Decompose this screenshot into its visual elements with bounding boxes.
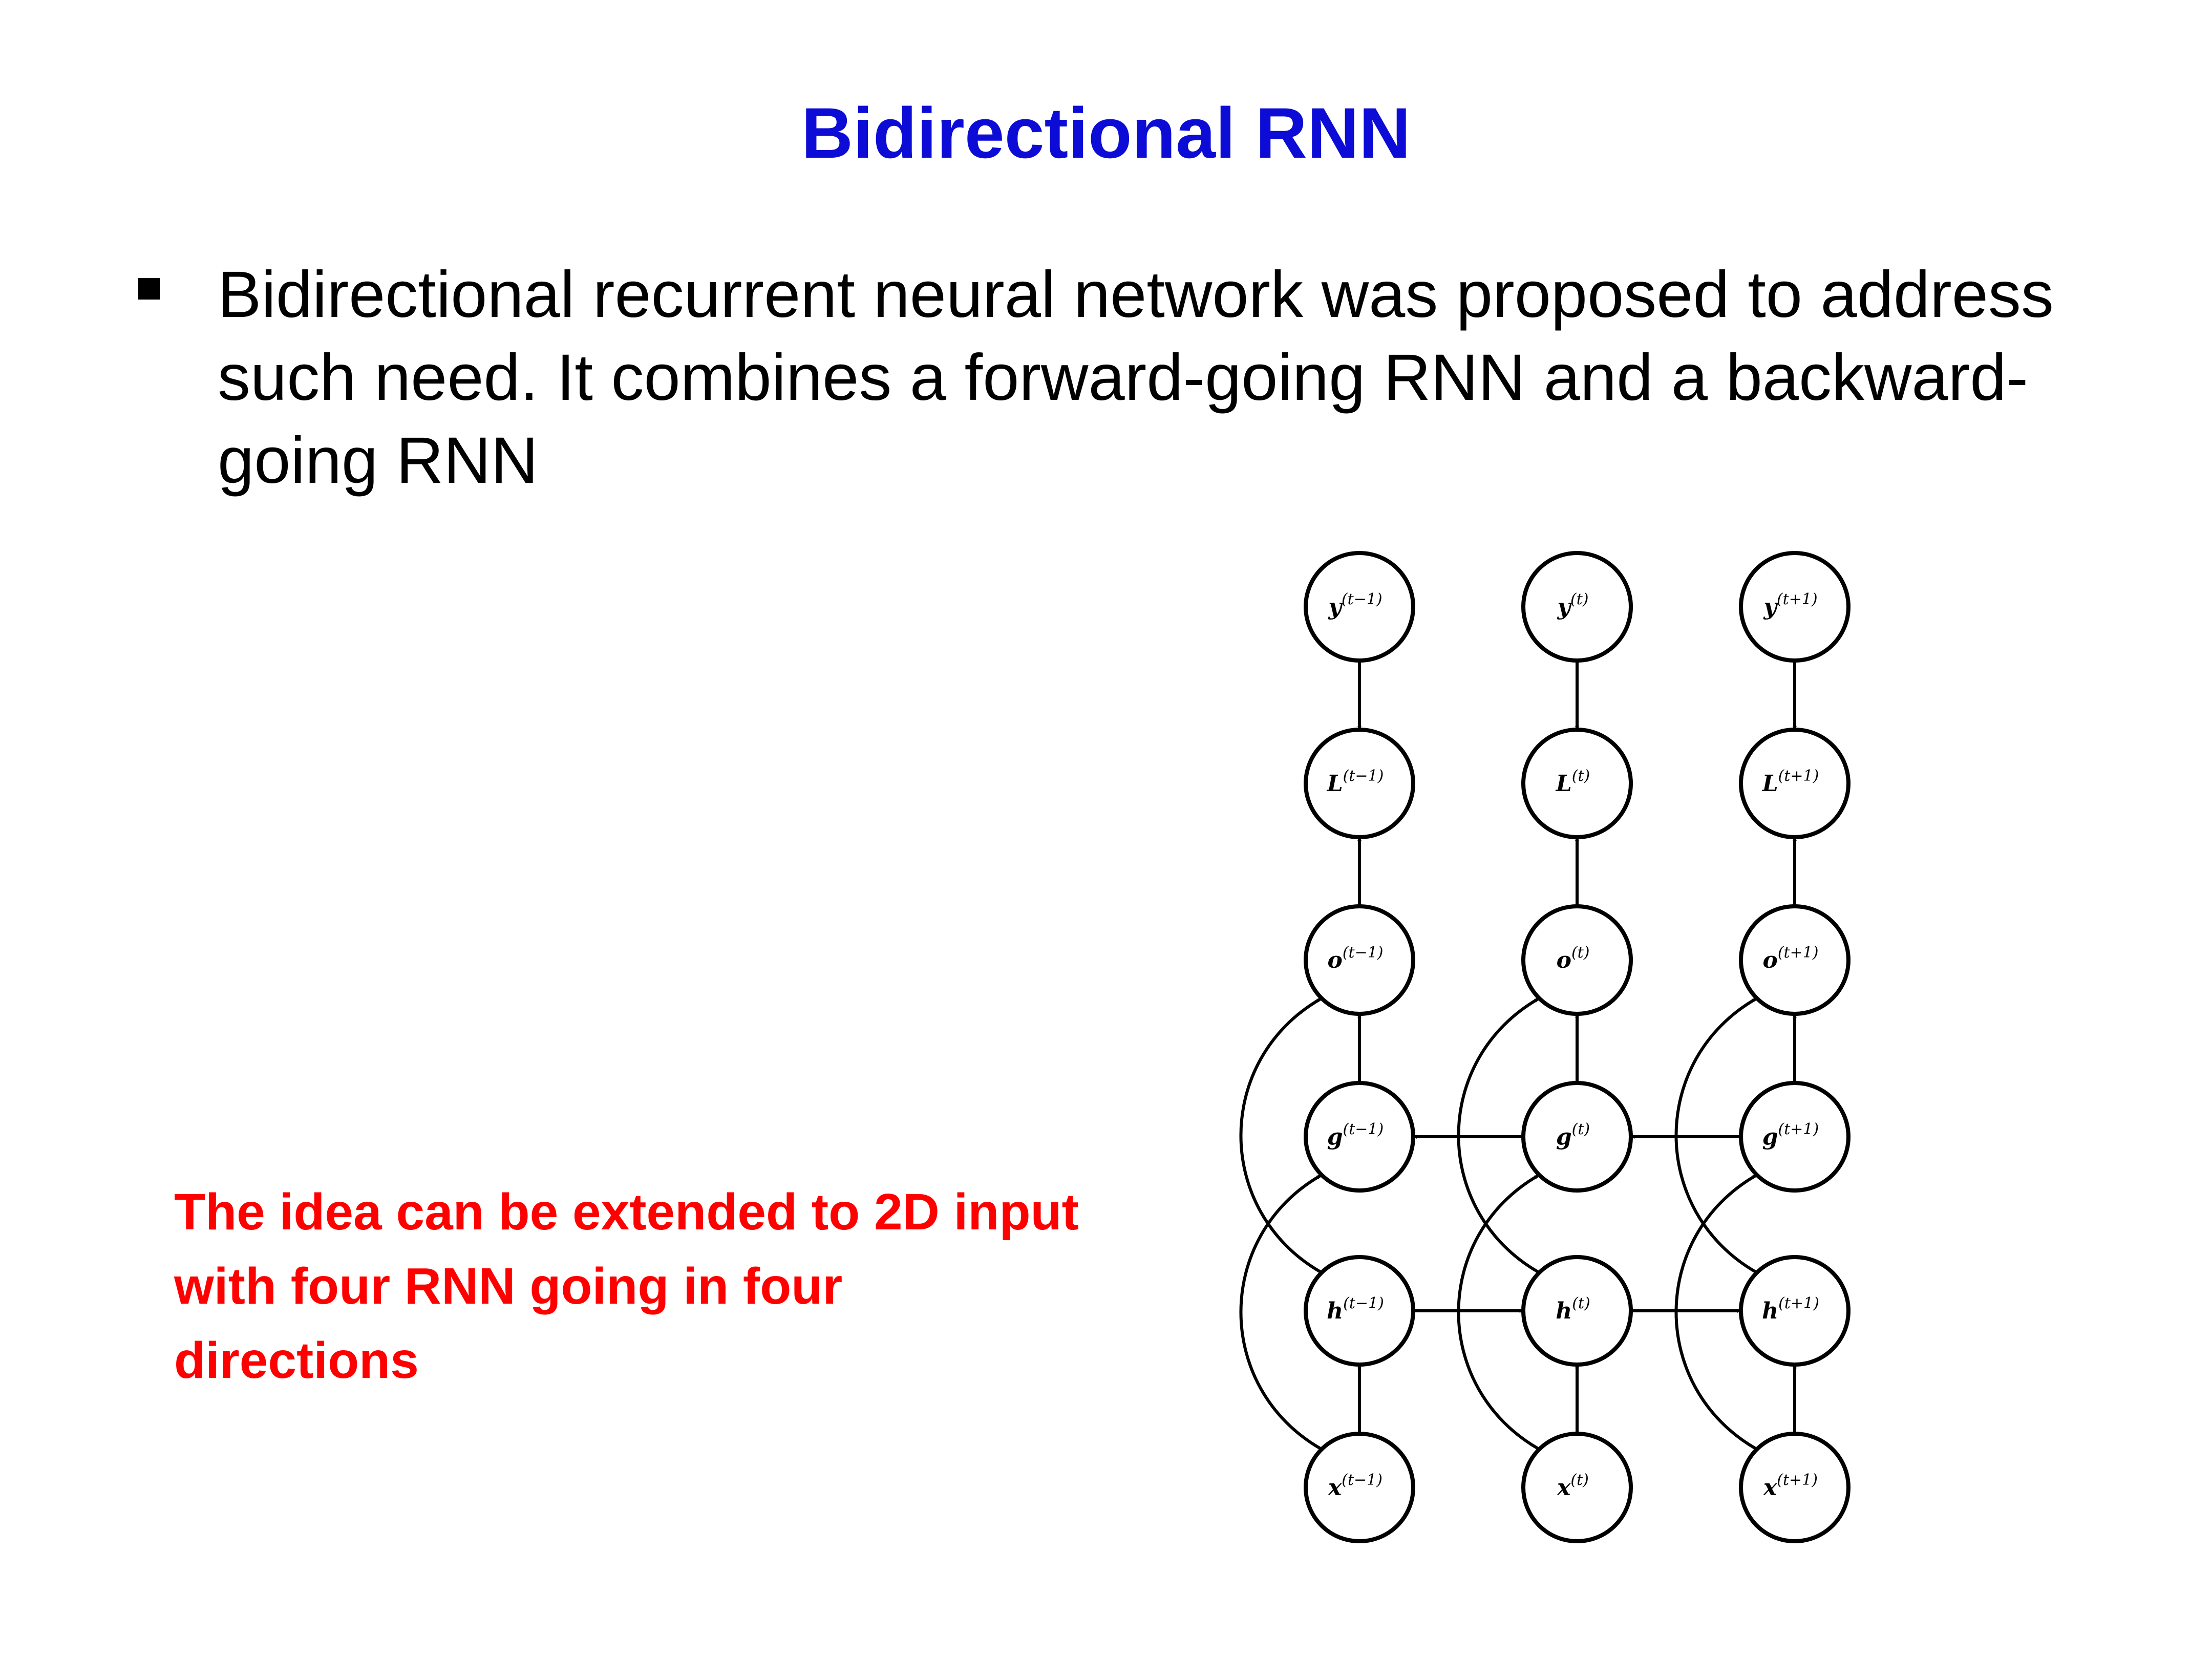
node-label: x(t)	[1557, 1471, 1589, 1501]
node-L-t+1: L(t+1)	[1739, 728, 1851, 839]
node-label: x(t−1)	[1328, 1471, 1382, 1501]
node-label: g(t+1)	[1762, 1120, 1819, 1150]
node-label: y(t+1)	[1763, 590, 1817, 620]
node-g-t+1: g(t+1)	[1739, 1081, 1851, 1193]
node-circle	[1739, 728, 1851, 839]
node-g-t-1: g(t−1)	[1304, 1081, 1415, 1193]
node-x-t: x(t)	[1521, 1432, 1633, 1543]
node-x-t-1: x(t−1)	[1304, 1432, 1415, 1543]
node-label: y(t−1)	[1328, 590, 1382, 620]
node-y-t+1: y(t+1)	[1739, 551, 1851, 663]
node-circle	[1521, 728, 1633, 839]
node-L-t: L(t)	[1521, 728, 1633, 839]
node-label: o(t)	[1557, 944, 1590, 973]
node-y-t: y(t)	[1521, 551, 1633, 663]
node-x-t+1: x(t+1)	[1739, 1432, 1851, 1543]
node-label: y(t)	[1557, 590, 1588, 620]
node-circle	[1521, 904, 1633, 1016]
node-circle	[1521, 1081, 1633, 1193]
node-o-t+1: o(t+1)	[1739, 904, 1851, 1016]
bullet-text: Bidirectional recurrent neural network w…	[218, 258, 2054, 497]
node-h-t-1: h(t−1)	[1304, 1255, 1415, 1367]
edge-h-to-o-curve-0	[1239, 997, 1322, 1273]
node-circle	[1521, 1255, 1633, 1367]
node-circle	[1739, 1255, 1851, 1367]
node-circle	[1304, 1255, 1415, 1367]
bidirectional-rnn-diagram: y(t−1) y(t) y(t+1) L(t−1) L(t) L(t+1) o(t−1) o(…	[1239, 551, 1851, 1543]
node-circle	[1304, 728, 1415, 839]
node-y-t-1: y(t−1)	[1304, 551, 1415, 663]
node-label: g(t−1)	[1327, 1120, 1384, 1150]
node-layer: y(t−1) y(t) y(t+1) L(t−1) L(t) L(t+1) o(t−1) o(…	[1304, 551, 1851, 1543]
node-label: h(t−1)	[1327, 1294, 1384, 1324]
edge-x-to-g-curve-0	[1239, 1174, 1322, 1450]
extension-note: The idea can be extended to 2D input wit…	[174, 1183, 1079, 1389]
node-L-t-1: L(t−1)	[1304, 728, 1415, 839]
node-label: L(t+1)	[1761, 767, 1819, 797]
node-label: o(t−1)	[1327, 944, 1383, 973]
node-label: o(t+1)	[1762, 944, 1818, 973]
node-circle	[1304, 1432, 1415, 1543]
slide-title: Bidirectional RNN	[801, 93, 1411, 173]
node-o-t: o(t)	[1521, 904, 1633, 1016]
node-circle	[1739, 904, 1851, 1016]
node-label: h(t+1)	[1762, 1294, 1819, 1324]
node-circle	[1304, 1081, 1415, 1193]
node-circle	[1304, 551, 1415, 663]
node-label: L(t)	[1555, 767, 1590, 797]
node-h-t: h(t)	[1521, 1255, 1633, 1367]
node-circle	[1521, 1432, 1633, 1543]
node-label: g(t)	[1556, 1120, 1590, 1150]
node-circle	[1304, 904, 1415, 1016]
node-o-t-1: o(t−1)	[1304, 904, 1415, 1016]
node-circle	[1739, 1432, 1851, 1543]
node-g-t: g(t)	[1521, 1081, 1633, 1193]
node-label: h(t)	[1556, 1294, 1590, 1324]
node-circle	[1521, 551, 1633, 663]
square-bullet-icon	[138, 278, 160, 300]
edge-layer	[1239, 661, 1797, 1450]
node-label: L(t−1)	[1326, 767, 1384, 797]
node-h-t+1: h(t+1)	[1739, 1255, 1851, 1367]
node-circle	[1739, 551, 1851, 663]
node-label: x(t+1)	[1763, 1471, 1818, 1501]
node-circle	[1739, 1081, 1851, 1193]
